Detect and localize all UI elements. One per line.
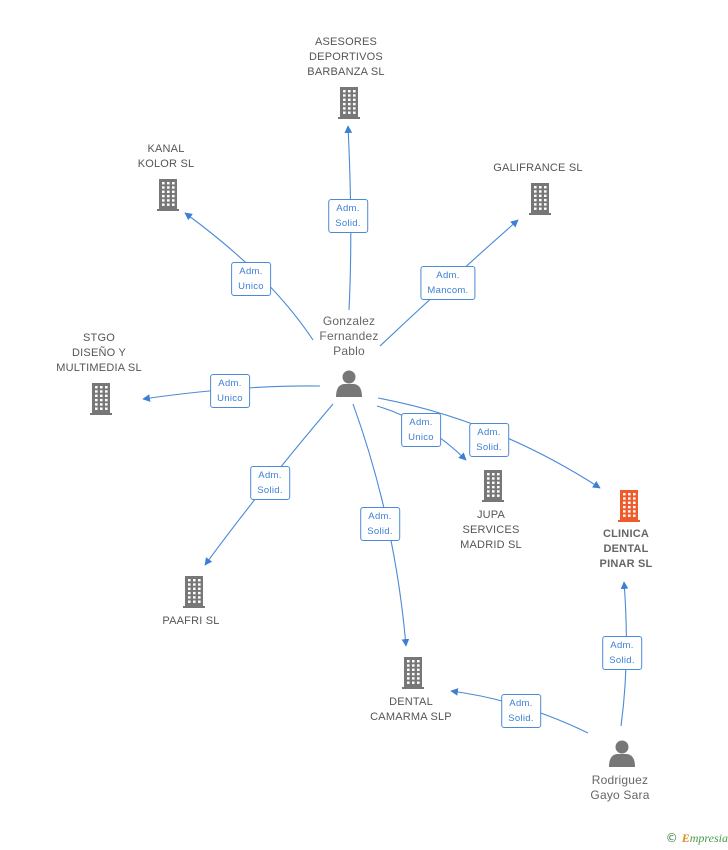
edges [142, 125, 629, 734]
jupa-building-icon[interactable] [482, 470, 504, 502]
dental-building-icon[interactable] [402, 657, 424, 689]
node-label-center-person[interactable]: Gonzalez Fernandez Pablo [319, 314, 379, 358]
edge-label-asesores: Adm. Solid. [328, 199, 368, 233]
node-label-rodriguez[interactable]: Rodriguez Gayo Sara [590, 773, 650, 802]
asesores-building-icon[interactable] [338, 87, 360, 119]
node-label-clinica[interactable]: CLINICA DENTAL PINAR SL [599, 528, 653, 570]
edge-label-paafri: Adm. Solid. [250, 466, 290, 500]
node-label-dental[interactable]: DENTAL CAMARMA SLP [370, 696, 452, 723]
node-label-kanal[interactable]: KANAL KOLOR SL [137, 143, 195, 170]
edge-label-jupa: Adm. Unico [401, 413, 441, 447]
node-label-jupa[interactable]: JUPA SERVICES MADRID SL [460, 509, 522, 551]
edge-label-rodriguez-clinica: Adm. Solid. [602, 636, 642, 670]
edge-label-kanal: Adm. Unico [231, 262, 271, 296]
edge-label-rodriguez-dental: Adm. Solid. [501, 694, 541, 728]
edge-label-dental: Adm. Solid. [360, 507, 400, 541]
clinica-building-icon[interactable] [618, 490, 640, 522]
node-label-galifrance[interactable]: GALIFRANCE SL [493, 162, 583, 174]
edge-label-galifrance: Adm. Mancom. [420, 266, 476, 300]
galifrance-building-icon[interactable] [529, 183, 551, 215]
node-label-paafri[interactable]: PAAFRI SL [162, 615, 220, 627]
edge-label-clinica: Adm. Solid. [469, 423, 509, 457]
copyright-symbol: © [665, 831, 678, 845]
node-label-stgo[interactable]: STGO DISEÑO Y MULTIMEDIA SL [56, 332, 142, 374]
rodriguez-person-icon[interactable] [609, 740, 635, 768]
brand-initial: E [681, 831, 690, 845]
kanal-building-icon[interactable] [157, 179, 179, 211]
paafri-building-icon[interactable] [183, 576, 205, 608]
stgo-building-icon[interactable] [90, 383, 112, 415]
node-label-asesores[interactable]: ASESORES DEPORTIVOS BARBANZA SL [307, 36, 385, 78]
edge-label-stgo: Adm. Unico [210, 374, 250, 408]
footer-brand: ©Empresia [666, 831, 728, 846]
brand-name: mpresia [689, 831, 728, 845]
center-person-icon[interactable] [336, 370, 362, 398]
